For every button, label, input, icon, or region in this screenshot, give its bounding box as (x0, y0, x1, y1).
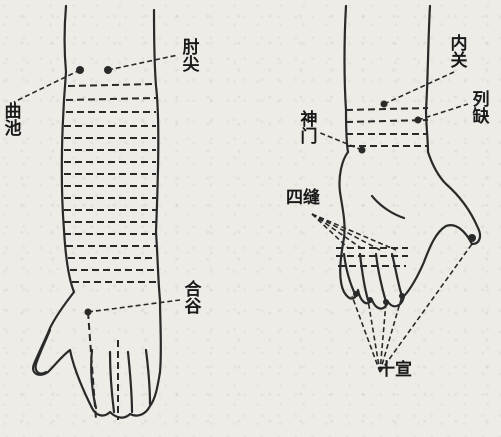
label-qu-chi: 曲池 (4, 104, 22, 138)
left-finger-3 (128, 352, 132, 412)
point-he-gu (85, 309, 92, 316)
left-arm (33, 6, 161, 418)
point-fingertip-2 (367, 297, 373, 303)
label-lie-que: 列缺 (472, 92, 490, 126)
leader-lines (14, 55, 472, 372)
leader-si-feng-4 (312, 214, 396, 250)
point-thumb-tip (468, 234, 476, 242)
right-forearm-left-edge (345, 6, 349, 152)
leader-he-gu (88, 300, 180, 312)
point-fingertip-1 (353, 291, 359, 297)
left-arm-outer-contour (33, 6, 161, 418)
label-zhou-jian: 肘尖 (182, 40, 200, 74)
point-nei-guan (381, 101, 388, 108)
left-finger-4 (146, 350, 150, 404)
right-palm-crease (372, 196, 404, 218)
leader-shen-men (318, 132, 362, 150)
left-finger-2 (110, 352, 114, 412)
right-finger-2 (360, 254, 368, 300)
point-lie-que (415, 117, 422, 124)
label-shi-xuan: 十宣 (378, 362, 412, 379)
right-wrist-dashes (336, 108, 428, 266)
right-finger-1 (344, 254, 356, 296)
leader-si-feng-2 (312, 214, 364, 250)
leader-si-feng-3 (312, 214, 380, 250)
right-finger-4 (392, 254, 402, 296)
point-zhou-jian (104, 66, 112, 74)
label-shen-men: 神门 (300, 112, 318, 146)
label-si-feng: 四缝 (286, 190, 320, 207)
right-finger-3 (376, 254, 386, 302)
point-qu-chi (76, 66, 84, 74)
leader-zhou-jian (108, 55, 178, 70)
label-nei-guan: 内关 (450, 36, 468, 70)
point-fingertip-3 (383, 299, 389, 305)
label-he-gu: 合谷 (184, 282, 202, 316)
right-forearm-right-edge (426, 6, 430, 152)
right-palm-contour (339, 152, 480, 309)
point-fingertip-4 (399, 293, 405, 299)
point-shen-men (359, 147, 366, 154)
left-thumb (36, 330, 50, 374)
leader-nei-guan (384, 72, 454, 104)
